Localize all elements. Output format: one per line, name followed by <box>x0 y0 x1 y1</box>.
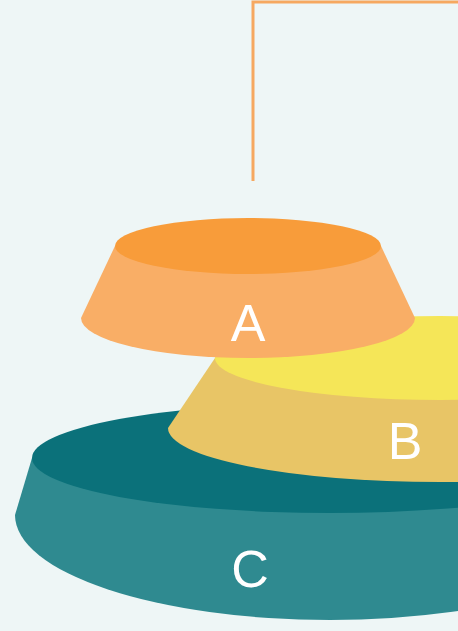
disc-label: A <box>231 297 266 349</box>
disc-top <box>32 403 458 513</box>
disc-label: B <box>388 415 423 467</box>
bracket-line <box>253 2 458 181</box>
disc-top <box>115 218 381 274</box>
disc: A <box>81 218 415 358</box>
disc-label: C <box>231 543 269 595</box>
disc-top <box>215 316 458 400</box>
